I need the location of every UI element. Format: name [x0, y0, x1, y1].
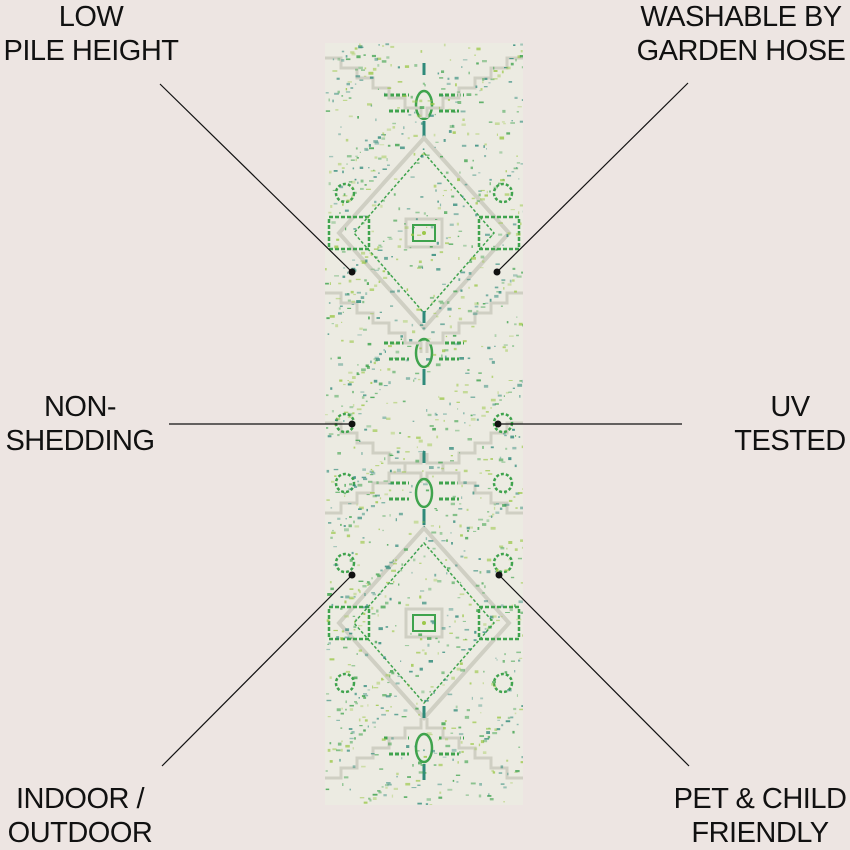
feature-label-line: SHEDDING	[5, 425, 155, 457]
feature-label-line: PET & CHILD	[673, 783, 847, 815]
feature-label-line: INDOOR /	[15, 783, 145, 815]
feature-label-line: OUTDOOR	[7, 817, 153, 849]
feature-label-line: FRIENDLY	[691, 817, 829, 849]
feature-label-indoor-outdoor: INDOOR /OUTDOOR	[0, 782, 160, 850]
leader-line-indoor-outdoor	[161, 574, 353, 767]
feature-label-line: GARDEN HOSE	[636, 35, 846, 67]
feature-label-line: WASHABLE BY	[640, 1, 842, 33]
feature-label-line: UV	[770, 391, 810, 423]
feature-label-non-shedding: NON-SHEDDING	[0, 390, 160, 458]
rug-runner-image	[325, 43, 523, 805]
leader-line-pet-child	[498, 574, 690, 767]
leader-line-washable	[496, 82, 689, 273]
feature-label-line: NON-	[43, 391, 117, 423]
feature-label-line: PILE HEIGHT	[3, 35, 180, 67]
feature-label-line: TESTED	[734, 425, 846, 457]
leader-line-low-pile	[159, 83, 353, 273]
feature-label-line: LOW	[58, 1, 124, 33]
